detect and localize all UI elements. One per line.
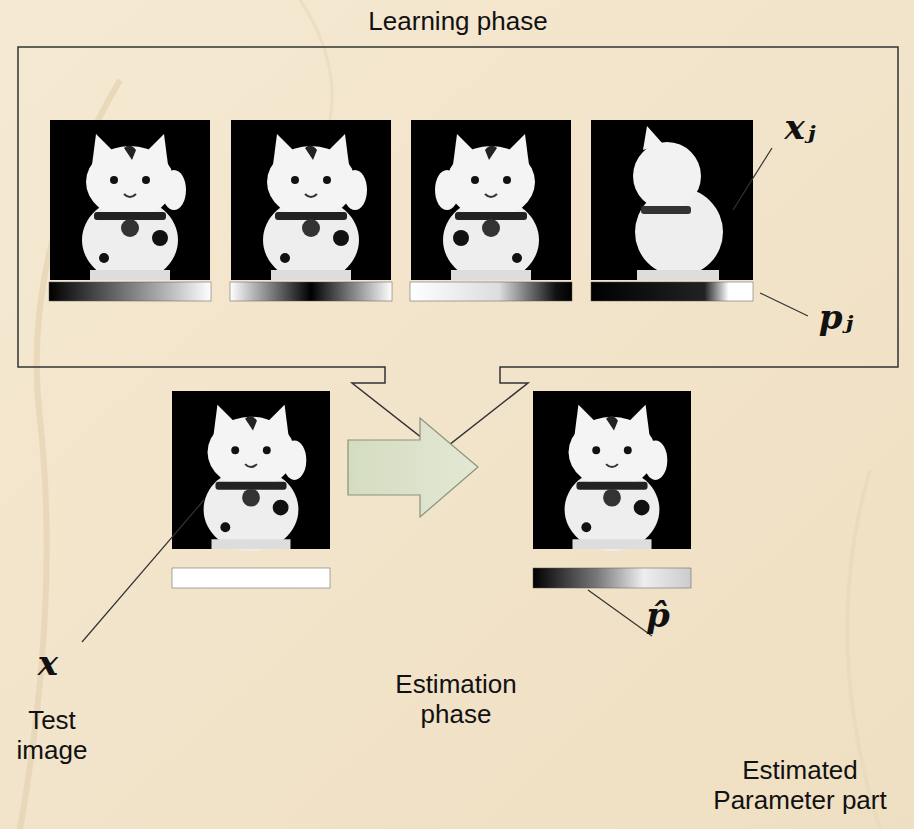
phase-frame (18, 47, 898, 452)
math-symbol: pⱼ (796, 298, 876, 337)
math-symbol: p̂ (628, 596, 688, 635)
caption-label: Test image (7, 706, 97, 766)
phase-title: Learning phase (368, 7, 547, 37)
caption-label: Estimated Parameter part (695, 756, 905, 816)
math-symbol: x (18, 644, 78, 683)
math-symbol: xⱼ (760, 108, 840, 147)
phase-box: Learning phase (18, 47, 898, 367)
caption-label: Estimation phase (376, 670, 536, 730)
